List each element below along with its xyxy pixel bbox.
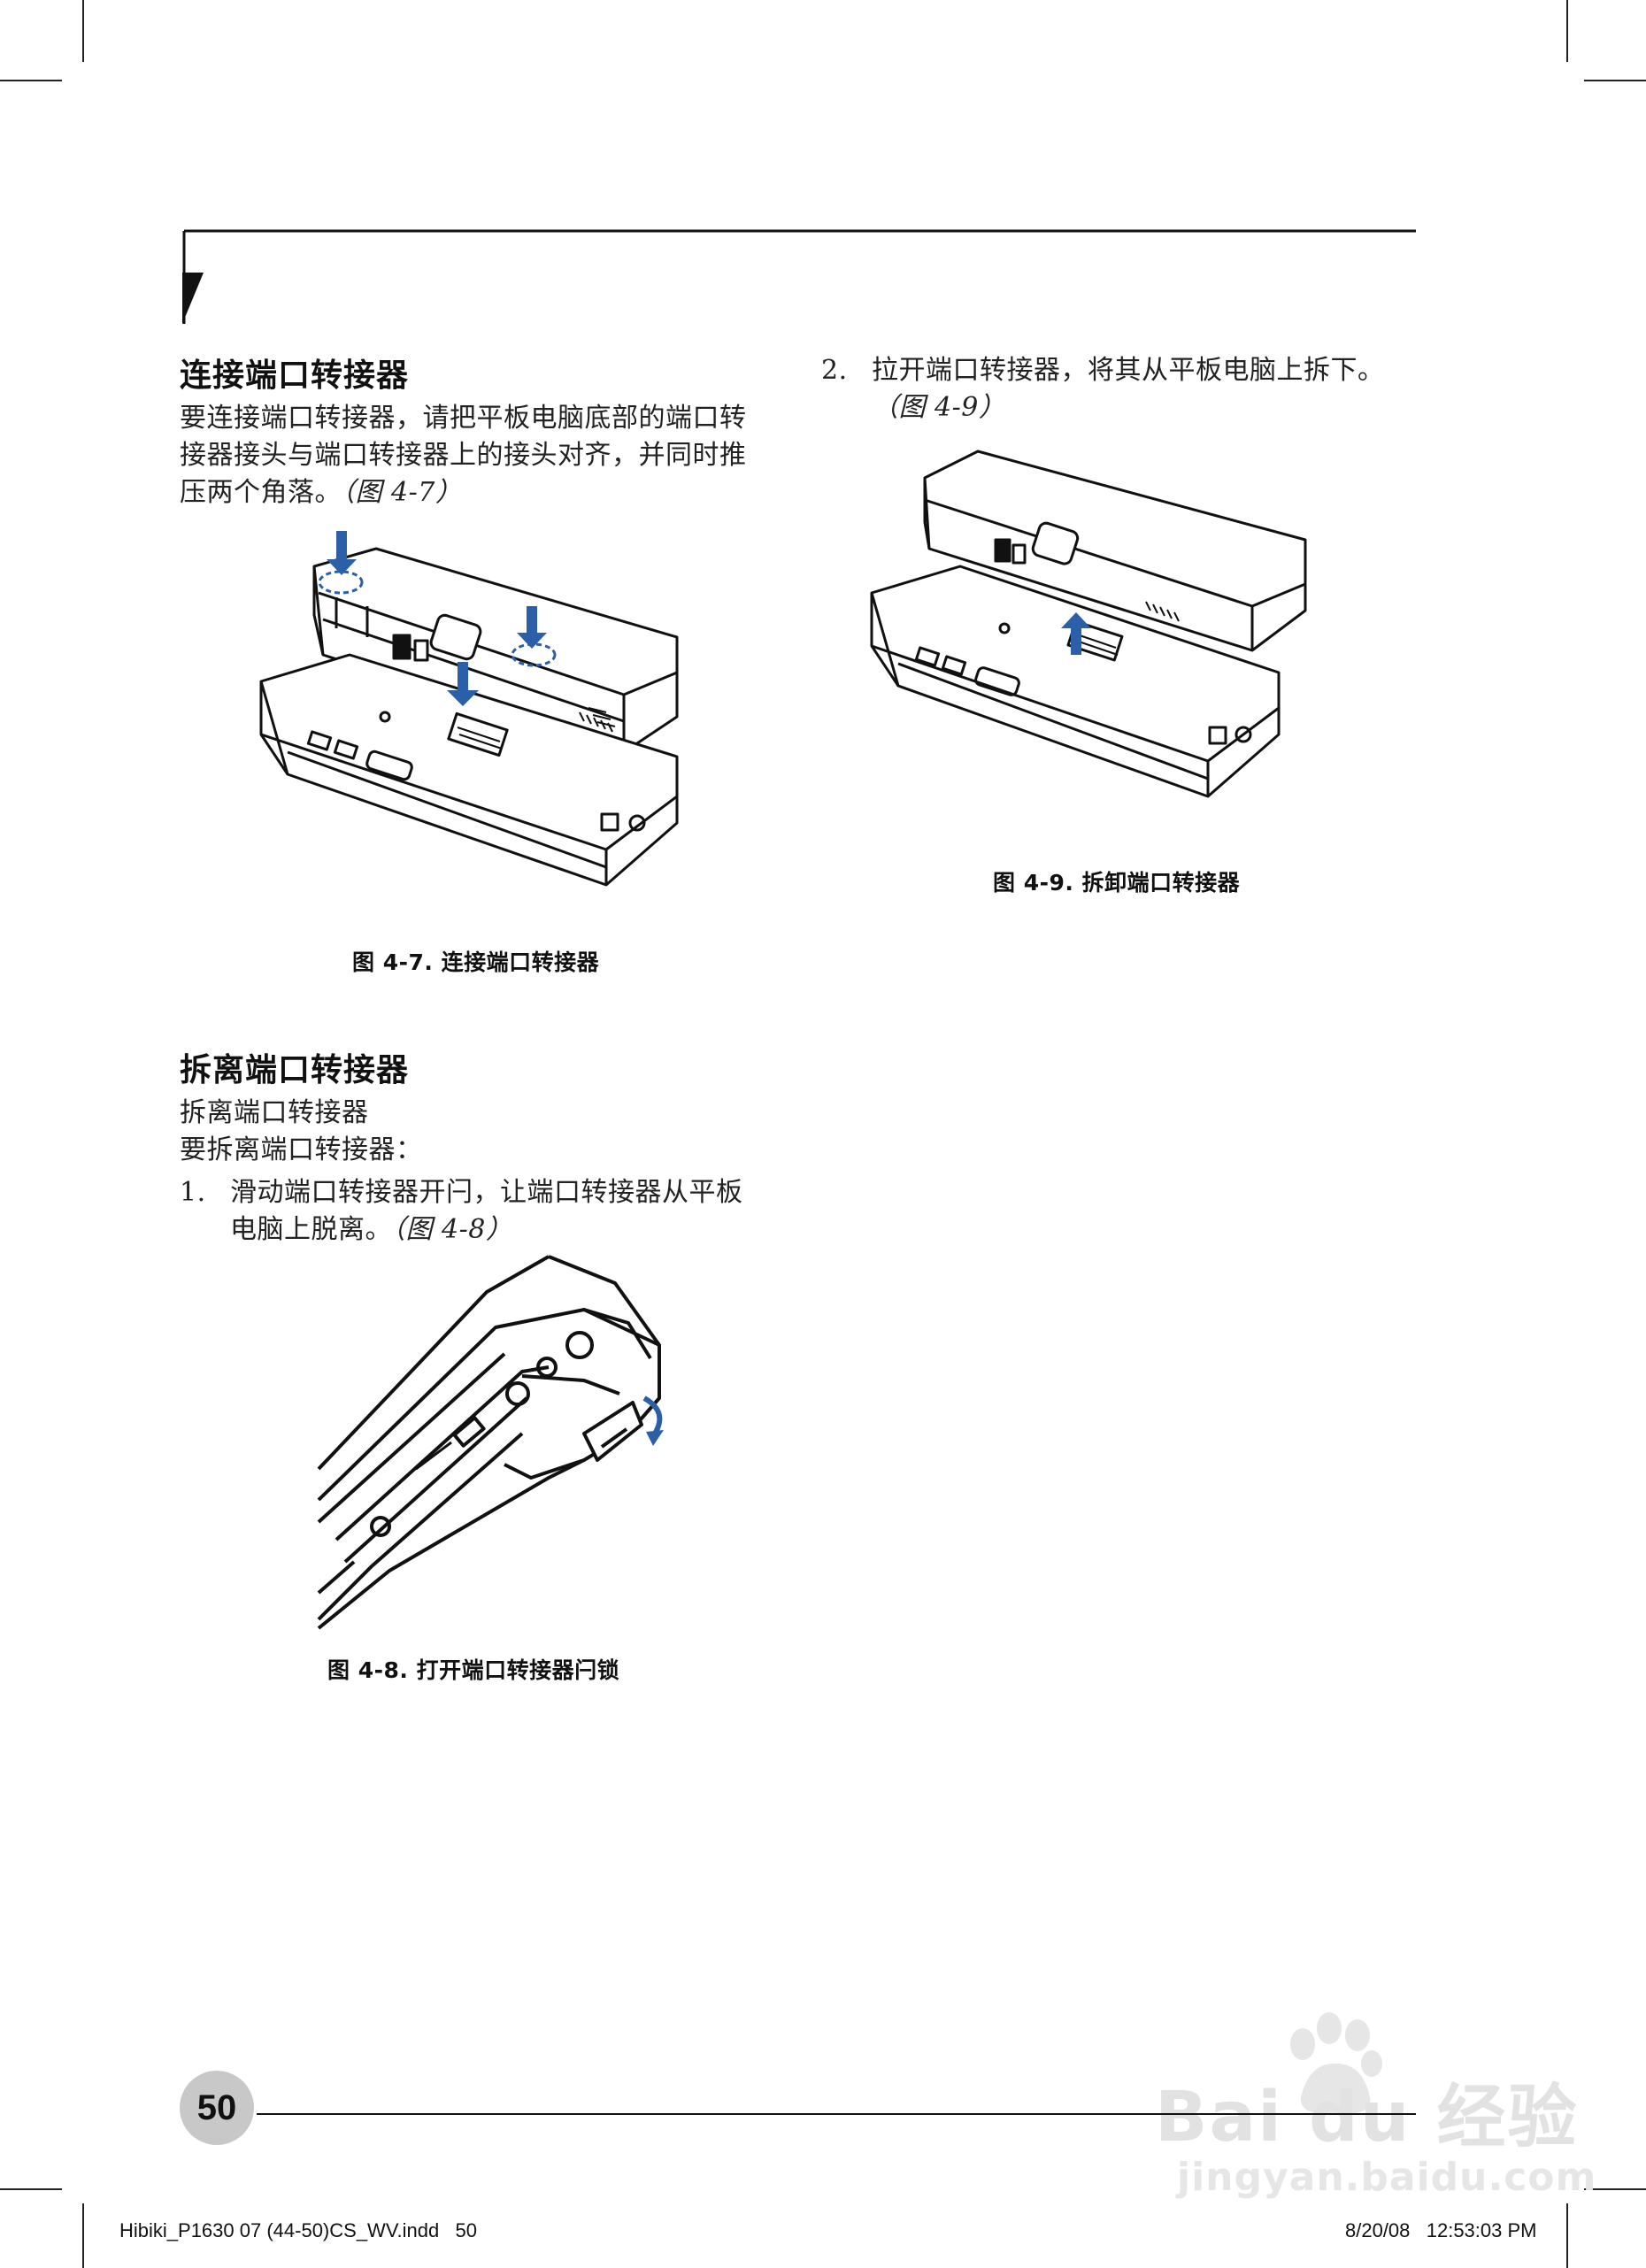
crop-mark-bl-h <box>0 2188 62 2190</box>
crop-mark-tr-v <box>1566 0 1568 62</box>
section1-ref: （图 4-7） <box>342 477 463 508</box>
section2-step1-line1: 滑动端口转接器开闩，让端口转接器从平板 <box>230 1177 743 1208</box>
section2-intro-line2: 要拆离端口转接器： <box>180 1134 423 1165</box>
crop-mark-tr-h <box>1584 80 1646 81</box>
section2-step1: 滑动端口转接器开闩，让端口转接器从平板 电脑上脱离。（图 4-8） <box>230 1174 805 1249</box>
footer-rule <box>257 2113 1416 2115</box>
crop-mark-tl-v <box>82 0 84 62</box>
figure-4-9-caption: 图 4-9. 拆卸端口转接器 <box>993 870 1241 896</box>
figure-4-7-illustration <box>259 531 679 887</box>
baidu-paw-icon <box>1290 2012 1382 2114</box>
section2-intro: 拆离端口转接器 要拆离端口转接器： <box>180 1095 799 1169</box>
slug-left: Hibiki_P1630 07 (44-50)CS_WV.indd 50 <box>119 2219 477 2241</box>
slug-right: 8/20/08 12:53:03 PM <box>1345 2219 1537 2241</box>
step2: 拉开端口转接器，将其从平板电脑上拆下。 （图 4-9） <box>872 352 1438 427</box>
step2-ref: （图 4-9） <box>872 392 1006 423</box>
section2-heading: 拆离端口转接器 <box>180 1052 410 1088</box>
crop-mark-bl-v <box>82 2203 84 2268</box>
step2-number: 2. <box>821 355 848 386</box>
section2-step1-number: 1. <box>180 1177 206 1208</box>
page-number: 50 <box>196 2087 237 2127</box>
section1-line1: 要连接端口转接器，请把平板电脑底部的端口转 <box>180 403 747 434</box>
section2-step1-line2-wrap: 电脑上脱离。（图 4-8） <box>230 1211 805 1249</box>
section1-line3: 压两个角落。 <box>180 477 342 508</box>
crop-mark-br-v <box>1566 2203 1568 2268</box>
watermark-url: jingyan.baidu.com <box>1177 2155 1597 2200</box>
section2-intro-line1: 拆离端口转接器 <box>180 1097 369 1128</box>
section2-step1-line2: 电脑上脱离。 <box>230 1214 392 1245</box>
header-rule <box>182 229 1416 324</box>
watermark-brand: Bai du 经验 <box>1155 2078 1579 2157</box>
crop-mark-tl-h <box>0 80 62 81</box>
figure-4-8-caption: 图 4-8. 打开端口转接器闩锁 <box>327 1657 620 1683</box>
crop-mark-br-h <box>1584 2188 1646 2190</box>
figure-4-9-illustration <box>870 450 1307 798</box>
figure-4-7-caption: 图 4-7. 连接端口转接器 <box>352 949 600 975</box>
step2-line1: 拉开端口转接器，将其从平板电脑上拆下。 <box>872 355 1385 386</box>
section1-paragraph: 要连接端口转接器，请把平板电脑底部的端口转 接器接头与端口转接器上的接头对齐，并… <box>180 400 799 511</box>
figure-4-8-illustration <box>317 1255 664 1630</box>
section1-heading: 连接端口转接器 <box>180 357 410 394</box>
section1-line2: 接器接头与端口转接器上的接头对齐，并同时推 <box>180 440 747 471</box>
page-number-badge: 50 <box>180 2071 254 2145</box>
section2-step1-ref: （图 4-8） <box>392 1214 513 1245</box>
section1-line3-wrap: 压两个角落。（图 4-7） <box>180 474 799 511</box>
